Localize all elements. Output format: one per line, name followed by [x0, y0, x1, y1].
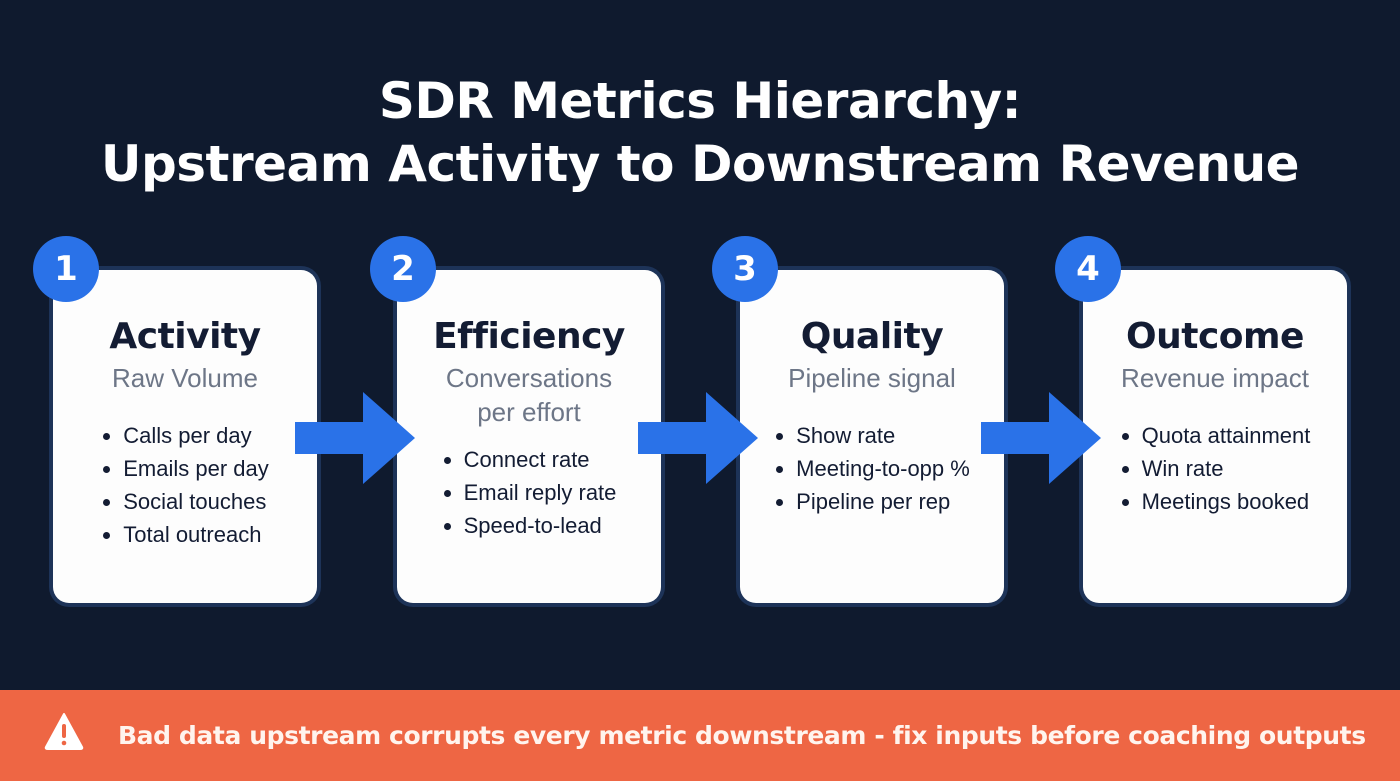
stage-subtitle: Raw Volume	[112, 363, 258, 393]
metric-item: Calls per day	[101, 419, 269, 452]
metric-item: Win rate	[1120, 452, 1311, 485]
stage-subtitle: Pipeline signal	[788, 363, 956, 393]
metric-list: Quota attainment Win rate Meetings booke…	[1120, 419, 1311, 518]
arrow-right-icon	[295, 392, 415, 484]
arrow-right-icon	[638, 392, 758, 484]
diagram-title: SDR Metrics Hierarchy: Upstream Activity…	[0, 70, 1400, 196]
stage-subtitle: Conversations per effort	[445, 363, 613, 427]
metric-item: Speed-to-lead	[442, 509, 617, 542]
step-badge-4: 4	[1055, 236, 1121, 302]
stage-card-efficiency: Efficiency Conversations per effort Conn…	[397, 270, 661, 603]
metric-item: Social touches	[101, 485, 269, 518]
stage-title: Activity	[109, 316, 261, 357]
metric-list: Calls per day Emails per day Social touc…	[101, 419, 269, 551]
warning-message: Bad data upstream corrupts every metric …	[118, 721, 1366, 750]
stage-title: Outcome	[1126, 316, 1304, 357]
metric-item: Total outreach	[101, 518, 269, 551]
stage-title: Quality	[800, 316, 944, 357]
metric-item: Connect rate	[442, 443, 617, 476]
stage-card-outcome: Outcome Revenue impact Quota attainment …	[1083, 270, 1347, 603]
step-badge-1: 1	[33, 236, 99, 302]
metric-item: Email reply rate	[442, 476, 616, 509]
metric-list: Show rate Meeting-to-opp % Pipeline per …	[774, 419, 970, 518]
warning-banner: Bad data upstream corrupts every metric …	[0, 690, 1400, 781]
arrow-right-icon	[981, 392, 1101, 484]
title-line-2: Upstream Activity to Downstream Revenue	[100, 135, 1300, 193]
stage-subtitle: Revenue impact	[1121, 363, 1309, 393]
metric-list: Connect rate Email reply rate Speed-to-l…	[442, 443, 617, 542]
stage-title: Efficiency	[433, 316, 625, 357]
metric-item: Meeting-to-opp %	[774, 452, 970, 485]
metric-item: Pipeline per rep	[774, 485, 970, 518]
step-badge-2: 2	[370, 236, 436, 302]
warning-icon	[44, 713, 84, 750]
metric-item: Emails per day	[101, 452, 269, 485]
metric-item: Show rate	[774, 419, 970, 452]
metric-item: Quota attainment	[1120, 419, 1310, 452]
stage-card-quality: Quality Pipeline signal Show rate Meetin…	[740, 270, 1004, 603]
metric-item: Meetings booked	[1120, 485, 1311, 518]
stage-card-activity: Activity Raw Volume Calls per day Emails…	[53, 270, 317, 603]
step-badge-3: 3	[712, 236, 778, 302]
title-line-1: SDR Metrics Hierarchy:	[378, 72, 1022, 130]
